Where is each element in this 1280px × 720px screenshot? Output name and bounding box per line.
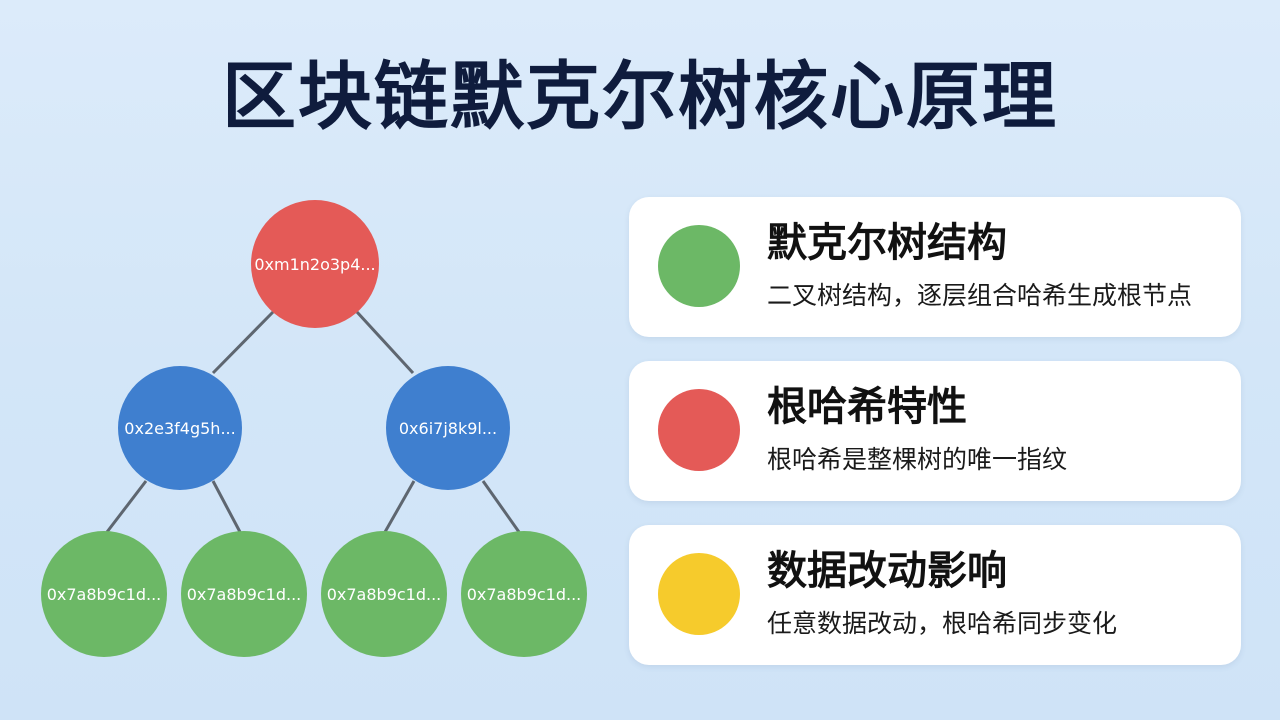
intermediate-node: 0x6i7j8k9l...: [386, 366, 510, 490]
info-card-merkle-structure: 默克尔树结构 二叉树结构，逐层组合哈希生成根节点: [629, 197, 1241, 337]
intermediate-node: 0x2e3f4g5h...: [118, 366, 242, 490]
yellow-dot-icon: [658, 553, 740, 635]
edge-right-leaf4: [481, 480, 521, 533]
root-node-label: 0xm1n2o3p4...: [254, 255, 375, 274]
merkle-tree-diagram: 0xm1n2o3p4... 0x2e3f4g5h... 0x6i7j8k9l..…: [41, 200, 587, 657]
leaf-node: 0x7a8b9c1d...: [181, 531, 307, 657]
leaf-node: 0x7a8b9c1d...: [461, 531, 587, 657]
edge-right-leaf3: [383, 480, 416, 533]
edge-left-leaf2: [211, 480, 242, 533]
info-card-root-hash: 根哈希特性 根哈希是整棵树的唯一指纹: [629, 361, 1241, 501]
leaf-node: 0x7a8b9c1d...: [321, 531, 447, 657]
edge-root-left: [211, 310, 275, 375]
card-description: 二叉树结构，逐层组合哈希生成根节点: [767, 281, 1193, 310]
leaf-node-label: 0x7a8b9c1d...: [467, 585, 582, 604]
root-node: 0xm1n2o3p4...: [251, 200, 379, 328]
edge-root-right: [355, 310, 415, 375]
green-dot-icon: [658, 225, 740, 307]
info-card-data-change: 数据改动影响 任意数据改动，根哈希同步变化: [629, 525, 1241, 665]
leaf-node-label: 0x7a8b9c1d...: [187, 585, 302, 604]
intermediate-node-label: 0x6i7j8k9l...: [399, 419, 497, 438]
intermediate-node-label: 0x2e3f4g5h...: [124, 419, 235, 438]
leaf-node-label: 0x7a8b9c1d...: [47, 585, 162, 604]
leaf-node: 0x7a8b9c1d...: [41, 531, 167, 657]
leaf-node-label: 0x7a8b9c1d...: [327, 585, 442, 604]
edge-left-leaf1: [105, 480, 148, 533]
card-title: 数据改动影响: [767, 548, 1007, 594]
card-title: 根哈希特性: [767, 384, 967, 430]
card-description: 根哈希是整棵树的唯一指纹: [767, 445, 1068, 474]
red-dot-icon: [658, 389, 740, 471]
card-title: 默克尔树结构: [767, 220, 1007, 266]
page-title: 区块链默克尔树核心原理: [222, 54, 1058, 140]
card-description: 任意数据改动，根哈希同步变化: [767, 609, 1118, 638]
merkle-tree-svg: 0xm1n2o3p4... 0x2e3f4g5h... 0x6i7j8k9l..…: [41, 200, 587, 657]
